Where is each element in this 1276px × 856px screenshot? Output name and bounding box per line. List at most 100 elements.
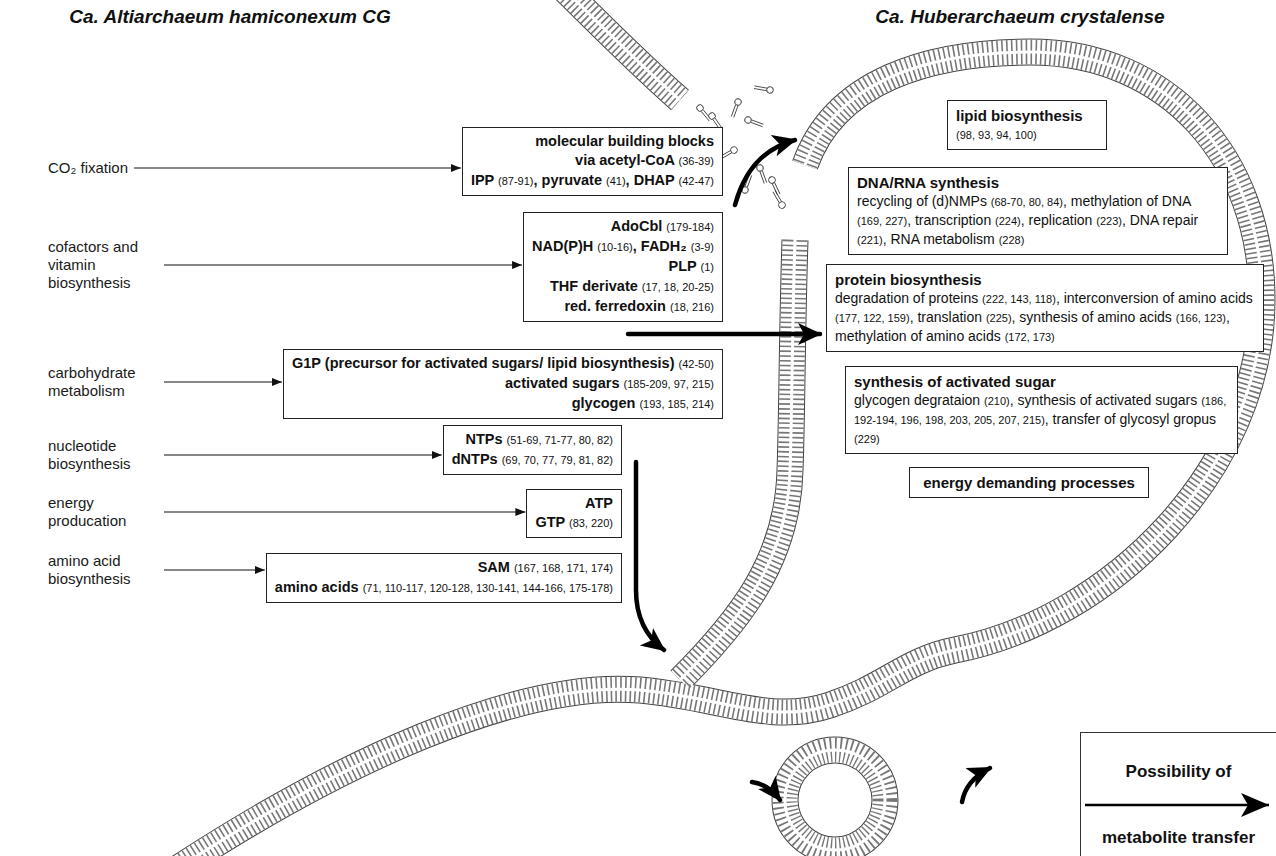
vesicle-band	[785, 750, 885, 850]
product-line: molecular building blocks	[471, 132, 714, 151]
transfer-arrow	[628, 332, 820, 337]
reference-numbers: (18, 216)	[670, 301, 714, 313]
pathway-text: CO₂ fixation	[48, 159, 128, 177]
reference-numbers: (42-47)	[679, 175, 714, 187]
transfer-arrow	[735, 140, 795, 205]
reference-numbers: (222, 143, 118)	[982, 293, 1056, 305]
reference-numbers: (229)	[854, 433, 880, 445]
reference-numbers: (225)	[986, 312, 1012, 324]
pathway-label: CO₂ fixation	[48, 159, 128, 177]
membrane-band	[555, 0, 680, 100]
reference-numbers: (41)	[606, 175, 626, 187]
reference-numbers: (87-91)	[498, 175, 533, 187]
lipid	[729, 98, 742, 118]
transfer-arrow	[752, 782, 780, 800]
product-line: G1P (precursor for activated sugars/ lip…	[292, 354, 714, 374]
transfer-arrow	[636, 462, 664, 650]
pathway-label: cofactors and vitamin biosynthesis	[48, 238, 158, 292]
reference-numbers: (167, 168, 171, 174)	[514, 562, 613, 574]
reference-numbers: (83, 220)	[569, 517, 613, 529]
flow-arrow	[164, 264, 522, 265]
reference-numbers: (177, 122, 159)	[835, 312, 910, 324]
product-box: AdoCbl (179-184)NAD(P)H (10-16), FADH₂ (…	[523, 212, 723, 322]
product-line: IPP (87-91), pyruvate (41), DHAP (42-47)	[471, 171, 714, 191]
product-line: GTP (83, 220)	[535, 513, 613, 533]
product-line: AdoCbl (179-184)	[532, 217, 714, 237]
flow-arrow	[164, 454, 442, 455]
legend-text: Possibility of metabolite transfer	[1087, 733, 1271, 856]
lipid	[756, 164, 769, 184]
pathway-label: amino acid biosynthesis	[48, 552, 158, 588]
product-box: molecular building blocksvia acetyl-CoA …	[462, 127, 723, 196]
lipid-hatch	[785, 750, 885, 850]
bilayer-outer	[160, 0, 1262, 856]
reference-numbers: (69, 70, 77, 79, 81, 82)	[502, 454, 613, 466]
lipid	[744, 116, 764, 129]
lipid	[754, 84, 774, 94]
reference-numbers: (186, 192-194, 196, 198, 203, 205, 207, …	[854, 395, 1226, 426]
membrane-band	[555, 0, 680, 100]
process-box: lipid biosynthesis (98, 93, 94, 100)	[947, 100, 1107, 150]
product-line: activated sugars (185-209, 97, 215)	[292, 374, 714, 394]
product-line: dNTPs (69, 70, 77, 79, 81, 82)	[452, 450, 613, 470]
reference-numbers: (42-50)	[679, 358, 714, 370]
reference-numbers: (223)	[1096, 215, 1122, 227]
product-box: G1P (precursor for activated sugars/ lip…	[283, 349, 723, 419]
product-line: glycogen (193, 185, 214)	[292, 394, 714, 414]
reference-numbers: (68-70, 80, 84)	[991, 196, 1063, 208]
reference-numbers: (224)	[995, 215, 1021, 227]
bilayer-midline	[160, 0, 1262, 856]
process-box: energy demanding processes	[909, 467, 1149, 498]
reference-numbers: (3-9)	[691, 241, 714, 253]
box-heading: protein biosynthesis	[835, 270, 1255, 289]
reference-numbers: (71, 110-117, 120-128, 130-141, 144-166,…	[363, 582, 613, 594]
pathway-label: energy producation	[48, 494, 158, 530]
product-line: PLP (1)	[532, 257, 714, 277]
reference-numbers: (185-209, 97, 215)	[623, 378, 714, 390]
pathway-text: cofactors and vitamin biosynthesis	[48, 238, 158, 292]
process-box: protein biosynthesisdegradation of prote…	[826, 264, 1264, 352]
pathway-label: carbohydrate metabolism	[48, 364, 158, 400]
box-body: degradation of proteins (222, 143, 118),…	[835, 289, 1255, 346]
box-heading: lipid biosynthesis	[956, 106, 1098, 125]
flow-arrow	[134, 167, 461, 168]
reference-numbers: (10-16)	[597, 241, 632, 253]
lipid-hatch	[160, 0, 1262, 856]
process-box: synthesis of activated sugarglycogen deg…	[845, 366, 1238, 454]
product-box: ATPGTP (83, 220)	[526, 489, 622, 538]
box-body: (98, 93, 94, 100)	[956, 125, 1098, 144]
flow-arrow	[164, 569, 265, 570]
reference-numbers: (98, 93, 94, 100)	[956, 129, 1037, 141]
product-line: NAD(P)H (10-16), FADH₂ (3-9)	[532, 237, 714, 257]
product-line: ATP	[535, 494, 613, 513]
flow-arrow	[164, 511, 525, 512]
product-line: SAM (167, 168, 171, 174)	[275, 558, 613, 578]
pathway-text: carbohydrate metabolism	[48, 364, 158, 400]
lipid	[771, 189, 786, 209]
transfer-arrow	[962, 768, 990, 802]
box-heading: DNA/RNA synthesis	[857, 173, 1219, 192]
reference-numbers: (179-184)	[666, 221, 714, 233]
product-line: red. ferredoxin (18, 216)	[532, 297, 714, 317]
reference-numbers: (36-39)	[679, 155, 714, 167]
reference-numbers: (221)	[857, 234, 883, 246]
product-line: via acetyl-CoA (36-39)	[471, 151, 714, 171]
pathway-text: nucleotide biosynthesis	[48, 437, 158, 473]
reference-numbers: (210)	[984, 395, 1010, 407]
lipid	[768, 176, 782, 196]
box-body: recycling of (d)NMPs (68-70, 80, 84), me…	[857, 192, 1219, 249]
reference-numbers: (51-69, 71-77, 80, 82)	[507, 434, 613, 446]
bilayer-midline	[785, 750, 885, 850]
reference-numbers: (17, 18, 20-25)	[642, 281, 714, 293]
product-line: amino acids (71, 110-117, 120-128, 130-1…	[275, 578, 613, 598]
reference-numbers: (172, 173)	[1005, 331, 1055, 343]
reference-numbers: (1)	[701, 261, 714, 273]
reference-numbers: (228)	[999, 234, 1025, 246]
process-box: DNA/RNA synthesisrecycling of (d)NMPs (6…	[848, 167, 1228, 255]
organism-title: Ca. Altiarchaeum hamiconexum CG	[10, 6, 450, 28]
product-box: NTPs (51-69, 71-77, 80, 82)dNTPs (69, 70…	[443, 425, 622, 475]
box-heading: energy demanding processes	[918, 473, 1140, 492]
product-line: THF derivate (17, 18, 20-25)	[532, 277, 714, 297]
reference-numbers: (193, 185, 214)	[639, 398, 714, 410]
